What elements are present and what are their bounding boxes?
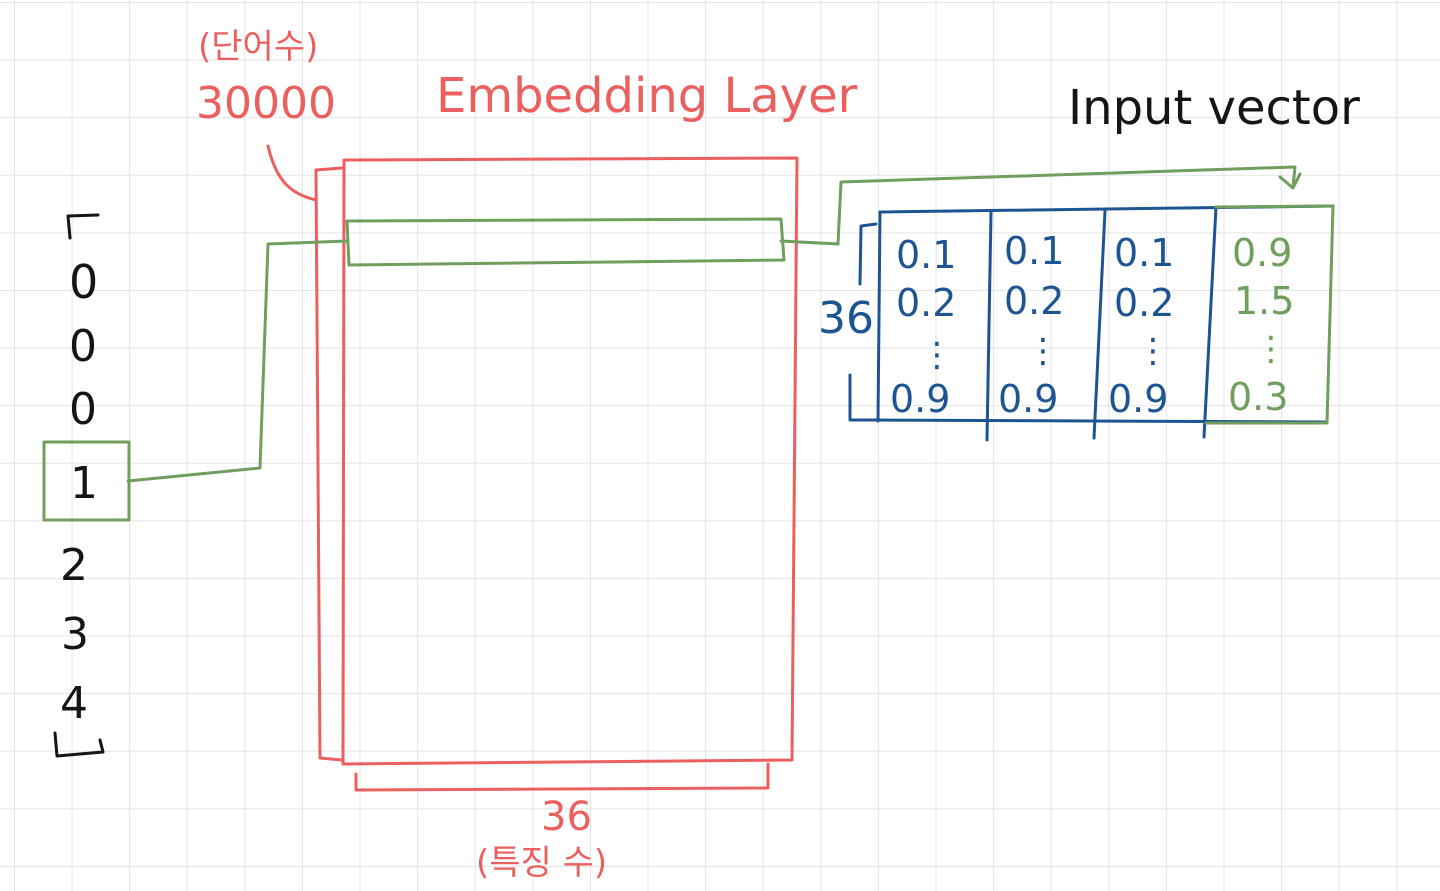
one-hot-to-row-connector	[126, 239, 349, 483]
vocab-count-label: (단어수)	[198, 27, 318, 67]
embedding-matrix-outline	[341, 156, 799, 766]
vector-value-2: 0	[69, 384, 97, 435]
vector-value-4: 2	[60, 540, 88, 591]
column-1-ellipsis: ⋮	[920, 335, 954, 375]
vector-value-1: 0	[69, 321, 97, 372]
vector-column-divider-1	[985, 210, 993, 442]
vector-bracket-bottom	[53, 731, 105, 758]
column-2-ellipsis: ⋮	[1026, 331, 1060, 371]
column-4-ellipsis: ⋮	[1254, 329, 1288, 369]
vector-value-6: 4	[60, 678, 88, 729]
input-vector-title: Input vector	[1068, 80, 1360, 136]
column-2-value-last: 0.9	[998, 377, 1058, 421]
column-3-value-last: 0.9	[1108, 377, 1168, 421]
column-1-value-top: 0.1	[896, 233, 956, 277]
row-to-vector-connector	[779, 165, 1297, 246]
vector-dimension-bracket-bottom	[848, 373, 875, 422]
selected-embedding-row	[345, 217, 786, 267]
column-1-value-second: 0.2	[896, 281, 956, 325]
vector-dimension-bracket-top	[858, 222, 878, 286]
column-2-value-top: 0.1	[1004, 229, 1064, 273]
column-4-value-second: 1.5	[1234, 279, 1294, 323]
vector-column-divider-3	[1202, 205, 1218, 439]
vector-value-5: 3	[61, 609, 89, 660]
vocab-size-label: 30000	[196, 78, 336, 129]
selected-vector-column	[1204, 204, 1335, 425]
column-2-value-second: 0.2	[1004, 279, 1064, 323]
column-3-value-top: 0.1	[1114, 231, 1174, 275]
column-3-ellipsis: ⋮	[1136, 331, 1170, 371]
embedding-matrix-left-edge	[314, 166, 344, 762]
arrow-head-icon	[1278, 172, 1302, 190]
vocab-pointer-line	[266, 144, 318, 202]
feature-count-label: 36	[541, 794, 592, 840]
vector-bracket-top	[66, 213, 100, 240]
column-1-value-last: 0.9	[890, 377, 950, 421]
column-4-value-last: 0.3	[1228, 375, 1288, 419]
vector-value-3: 1	[70, 458, 98, 509]
vector-value-0: 0	[69, 255, 98, 309]
embedding-layer-title: Embedding Layer	[436, 68, 858, 124]
embedding-matrix-bottom-edge	[354, 762, 770, 792]
feature-label: (특징 수)	[476, 843, 607, 883]
vector-dimension-label: 36	[818, 293, 874, 344]
vector-column-1-left-border	[876, 210, 882, 423]
selected-index-box	[42, 440, 131, 522]
vector-column-divider-2	[1092, 209, 1107, 440]
column-4-value-top: 0.9	[1232, 231, 1292, 275]
column-3-value-second: 0.2	[1114, 281, 1174, 325]
